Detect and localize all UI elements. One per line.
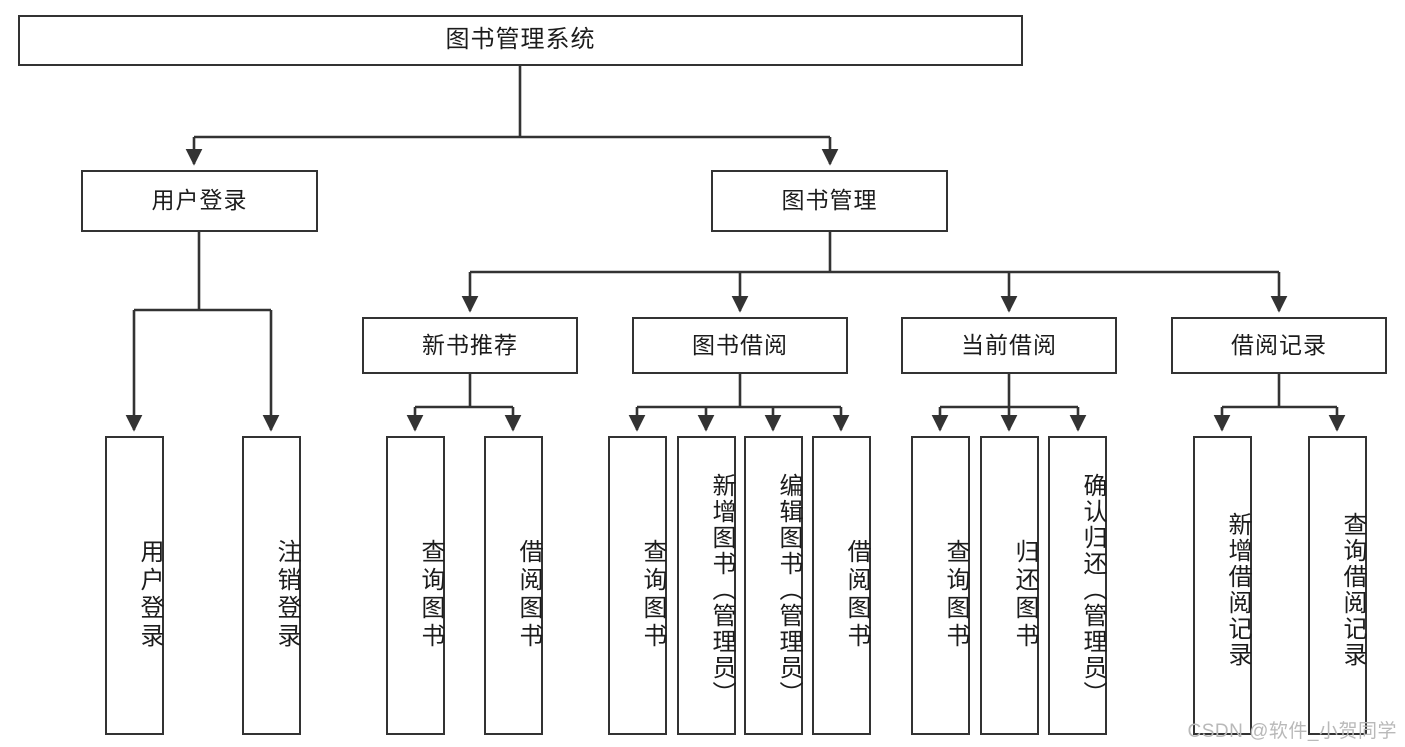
leaf-query-book-recommend[interactable]: 查询图书 [386, 436, 445, 735]
leaf-borrow-book-borrow[interactable]: 借阅图书 [812, 436, 871, 735]
leaf-confirm-return-admin[interactable]: 确认归还（管理员） [1048, 436, 1107, 735]
node-book-management[interactable]: 图书管理 [711, 170, 948, 232]
leaf-add-book-admin[interactable]: 新增图书（管理员） [677, 436, 736, 735]
leaf-borrow-book-recommend[interactable]: 借阅图书 [484, 436, 543, 735]
leaf-query-borrow-record[interactable]: 查询借阅记录 [1308, 436, 1367, 735]
node-current-borrow[interactable]: 当前借阅 [901, 317, 1117, 374]
leaf-user-logout[interactable]: 注销登录 [242, 436, 301, 735]
leaf-query-book-current[interactable]: 查询图书 [911, 436, 970, 735]
node-borrow-record[interactable]: 借阅记录 [1171, 317, 1387, 374]
leaf-add-borrow-record[interactable]: 新增借阅记录 [1193, 436, 1252, 735]
csdn-watermark: CSDN @软件_小贺同学 [1187, 721, 1397, 742]
node-book-borrow[interactable]: 图书借阅 [632, 317, 848, 374]
node-user-login[interactable]: 用户登录 [81, 170, 318, 232]
leaf-edit-book-admin[interactable]: 编辑图书（管理员） [744, 436, 803, 735]
node-new-book-recommend[interactable]: 新书推荐 [362, 317, 578, 374]
leaf-return-book[interactable]: 归还图书 [980, 436, 1039, 735]
node-root-system[interactable]: 图书管理系统 [18, 15, 1023, 66]
leaf-query-book-borrow[interactable]: 查询图书 [608, 436, 667, 735]
leaf-user-login[interactable]: 用户登录 [105, 436, 164, 735]
